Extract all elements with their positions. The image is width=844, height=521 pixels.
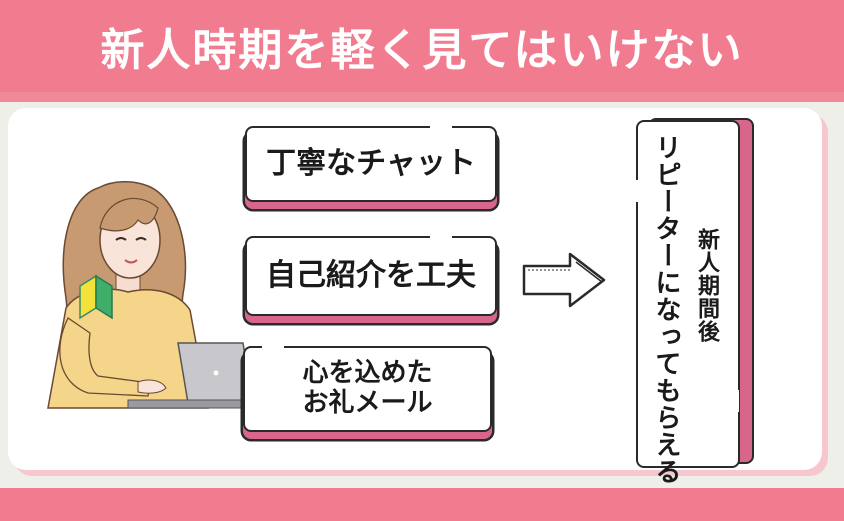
box-gap-mark (633, 180, 639, 202)
box-gap-mark (430, 123, 452, 129)
action-box-thank-you-mail: 心を込めた お礼メール (243, 346, 492, 432)
result-box (636, 120, 740, 468)
box-gap-mark (430, 233, 452, 239)
action-label-introduction: 自己紹介を工夫 (266, 257, 476, 293)
footer-band (0, 488, 844, 521)
beginner-mark-icon (79, 274, 113, 320)
box-gap-mark (262, 343, 284, 349)
page-title: 新人時期を軽く見てはいけない (100, 25, 744, 76)
action-box-introduction: 自己紹介を工夫 (245, 236, 497, 316)
action-label-thank-you-line1: 心を込めた (302, 358, 433, 389)
action-label-chat: 丁寧なチャット (266, 145, 476, 181)
right-arrow-icon (522, 252, 606, 308)
woman-with-laptop-illustration (47, 181, 254, 409)
box-gap-mark (733, 390, 739, 412)
title-banner: 新人時期を軽く見てはいけない (0, 0, 844, 92)
result-main-text: リピーターになってもらえる (651, 134, 681, 485)
action-label-thank-you-line2: お礼メール (302, 388, 433, 418)
action-box-chat: 丁寧なチャット (245, 126, 497, 202)
result-sub-text: 新人期間後 (694, 228, 719, 343)
